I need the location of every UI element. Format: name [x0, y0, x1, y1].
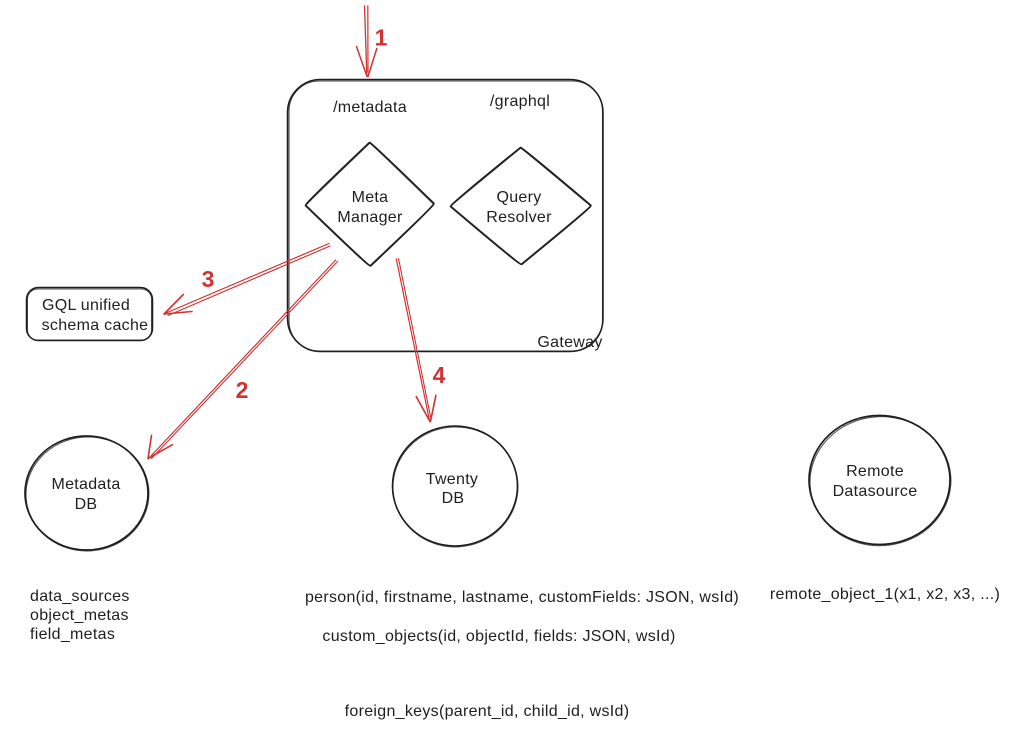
svg-text:Gateway: Gateway — [537, 334, 602, 351]
svg-text:remote_object_1(x1, x2, x3, ..: remote_object_1(x1, x2, x3, ...) — [770, 586, 1000, 603]
svg-text:1: 1 — [375, 25, 388, 51]
svg-text:/metadata: /metadata — [333, 99, 407, 116]
svg-text:Datasource: Datasource — [833, 483, 918, 500]
svg-text:Resolver: Resolver — [486, 209, 552, 226]
svg-text:person(id, firstname, lastname: person(id, firstname, lastname, customFi… — [305, 589, 739, 606]
svg-text:foreign_keys(parent_id, child_: foreign_keys(parent_id, child_id, wsId) — [345, 703, 630, 720]
svg-text:GQL unified: GQL unified — [42, 297, 130, 314]
svg-text:2: 2 — [236, 377, 249, 403]
svg-text:data_sources: data_sources — [30, 588, 130, 605]
svg-text:4: 4 — [433, 362, 446, 388]
svg-text:Metadata: Metadata — [51, 476, 120, 493]
svg-text:/graphql: /graphql — [490, 93, 550, 110]
svg-text:Meta: Meta — [352, 189, 389, 206]
svg-text:DB: DB — [442, 490, 465, 507]
svg-text:field_metas: field_metas — [30, 626, 115, 643]
svg-text:DB: DB — [75, 496, 98, 513]
svg-text:Remote: Remote — [846, 463, 904, 480]
svg-text:Manager: Manager — [337, 209, 403, 226]
svg-text:3: 3 — [202, 266, 215, 292]
svg-text:Query: Query — [496, 189, 541, 206]
svg-text:object_metas: object_metas — [30, 607, 129, 624]
svg-text:custom_objects(id, objectId, f: custom_objects(id, objectId, fields: JSO… — [322, 628, 675, 645]
svg-text:schema cache: schema cache — [42, 317, 149, 334]
svg-text:Twenty: Twenty — [426, 471, 479, 488]
